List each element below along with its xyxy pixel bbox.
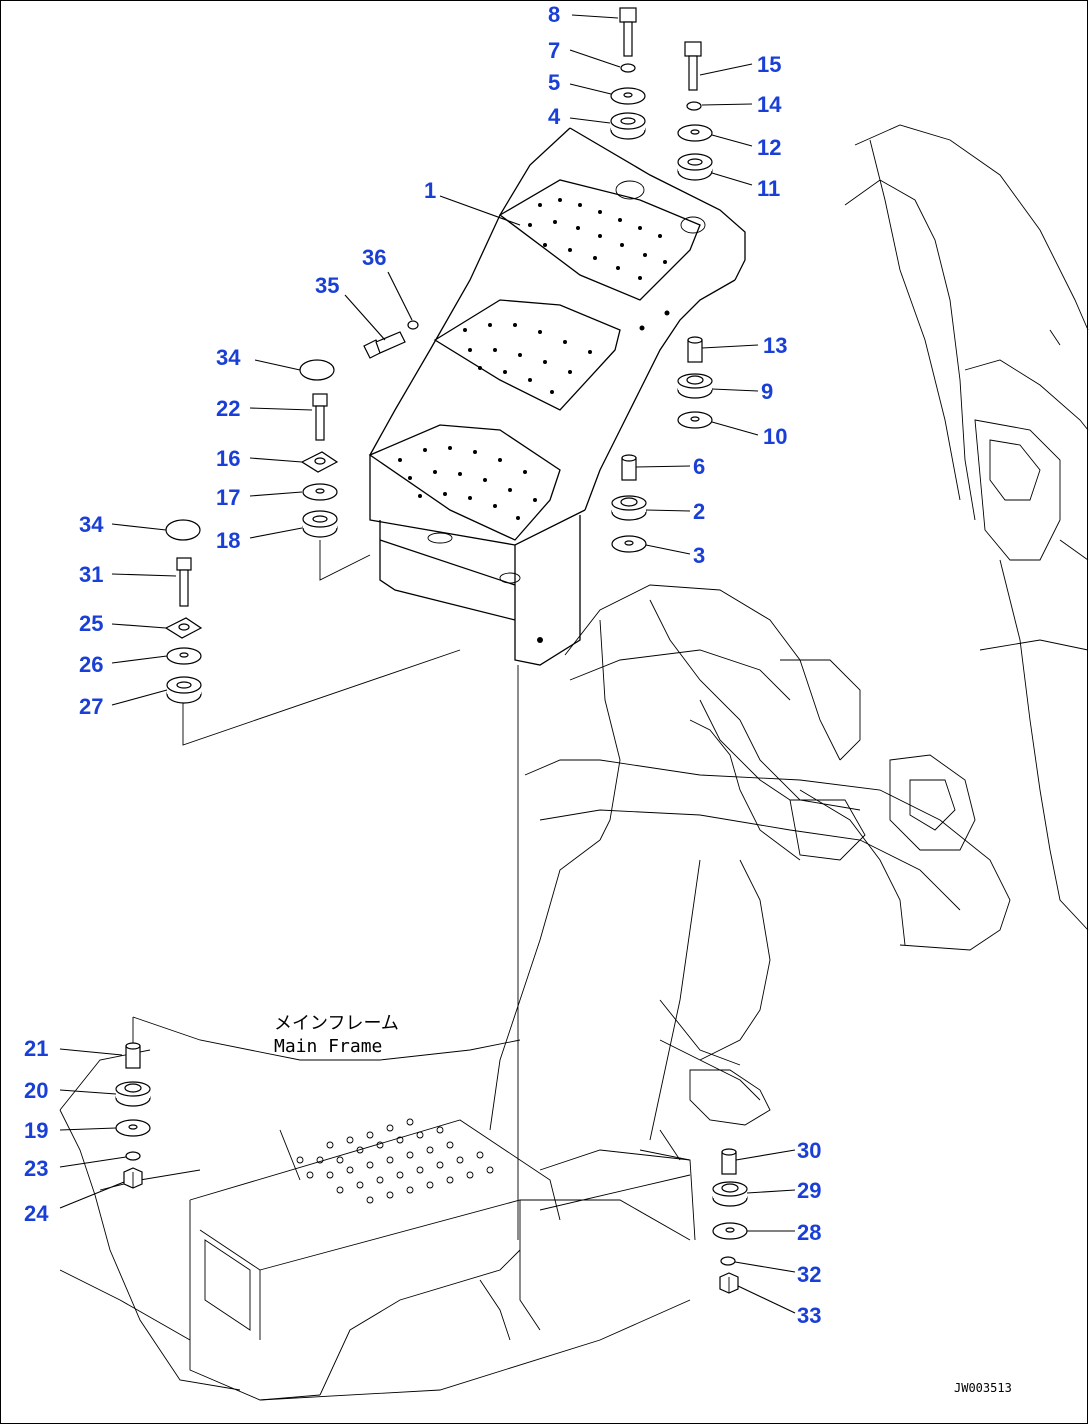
callout-8: 8 [548,2,560,27]
part-13-collar [687,336,703,363]
callout-4: 4 [548,104,561,129]
callout-2: 2 [693,499,705,524]
drawing-code: JW003513 [954,1381,1012,1395]
part-24-nut [123,1167,143,1189]
callout-labels: 8 7 5 4 15 14 12 11 1 36 35 34 22 16 17 … [24,2,821,1328]
callout-11: 11 [757,176,780,201]
callout-33: 33 [797,1303,821,1328]
callout-10: 10 [763,424,787,449]
part-23-lock-washer [125,1151,141,1161]
callout-32: 32 [797,1262,821,1287]
callout-27: 27 [79,694,103,719]
callout-20: 20 [24,1078,48,1103]
callout-22: 22 [216,396,240,421]
callout-34-lower: 34 [79,512,104,537]
part-12-washer [677,124,713,142]
leader-lines [59,14,796,1314]
part-9-mount [677,373,713,399]
step-assembly [368,127,746,666]
callout-9: 9 [761,379,773,404]
callout-36: 36 [362,245,386,270]
part-22-bolt [312,393,328,441]
callout-25: 25 [79,611,103,636]
part-3-washer [611,535,647,553]
callout-17: 17 [216,485,240,510]
callout-24: 24 [24,1201,49,1226]
part-34-cap-upper [299,359,335,381]
callout-5: 5 [548,70,560,95]
callout-15: 15 [757,52,781,77]
callout-7: 7 [548,38,560,63]
tread-perforation [398,198,667,520]
callout-19: 19 [24,1118,48,1143]
part-28-washer [712,1222,748,1240]
part-18-mount [302,510,338,538]
lower-step-perforation [296,1118,494,1204]
part-36-washer [407,320,419,330]
part-10-washer [677,411,713,429]
main-frame-label-en: Main Frame [274,1036,382,1057]
part-26-washer [166,647,202,665]
callout-34-upper: 34 [216,345,241,370]
part-32-lock-washer [720,1256,736,1266]
part-5-washer [610,87,646,105]
part-21-collar [125,1042,141,1069]
callout-23: 23 [24,1156,48,1181]
part-2-mount [611,495,647,521]
hardware-parts [115,7,748,1294]
callout-26: 26 [79,652,103,677]
part-4-mount [610,112,646,140]
part-11-mount [677,153,713,181]
part-31-bolt [176,557,192,607]
main-frame-outline [59,124,1089,1401]
callout-6: 6 [693,454,705,479]
assembly-lines [132,540,519,1240]
callout-14: 14 [757,92,782,117]
callout-16: 16 [216,446,240,471]
callout-35: 35 [315,273,339,298]
part-35-bolt [363,331,406,359]
part-19-washer [115,1119,151,1137]
callout-28: 28 [797,1220,821,1245]
part-15-bolt [684,41,702,91]
callout-13: 13 [763,333,787,358]
part-6-collar [621,454,637,481]
callout-30: 30 [797,1138,821,1163]
part-8-bolt [619,7,637,57]
part-27-mount [166,676,202,704]
main-frame-label-jp: メインフレーム [274,1013,399,1034]
callout-1: 1 [424,178,436,203]
part-34-cap-lower [165,519,201,541]
part-17-washer [302,483,338,501]
part-30-collar [721,1148,737,1175]
part-20-mount [115,1081,151,1107]
callout-31: 31 [79,562,103,587]
callout-29: 29 [797,1178,821,1203]
part-29-mount [712,1181,748,1207]
part-14-lock-washer [686,101,702,111]
part-7-lock-washer [620,63,636,73]
callout-18: 18 [216,528,240,553]
callout-12: 12 [757,135,781,160]
callout-21: 21 [24,1036,48,1061]
callout-3: 3 [693,543,705,568]
part-33-nut [719,1272,739,1294]
